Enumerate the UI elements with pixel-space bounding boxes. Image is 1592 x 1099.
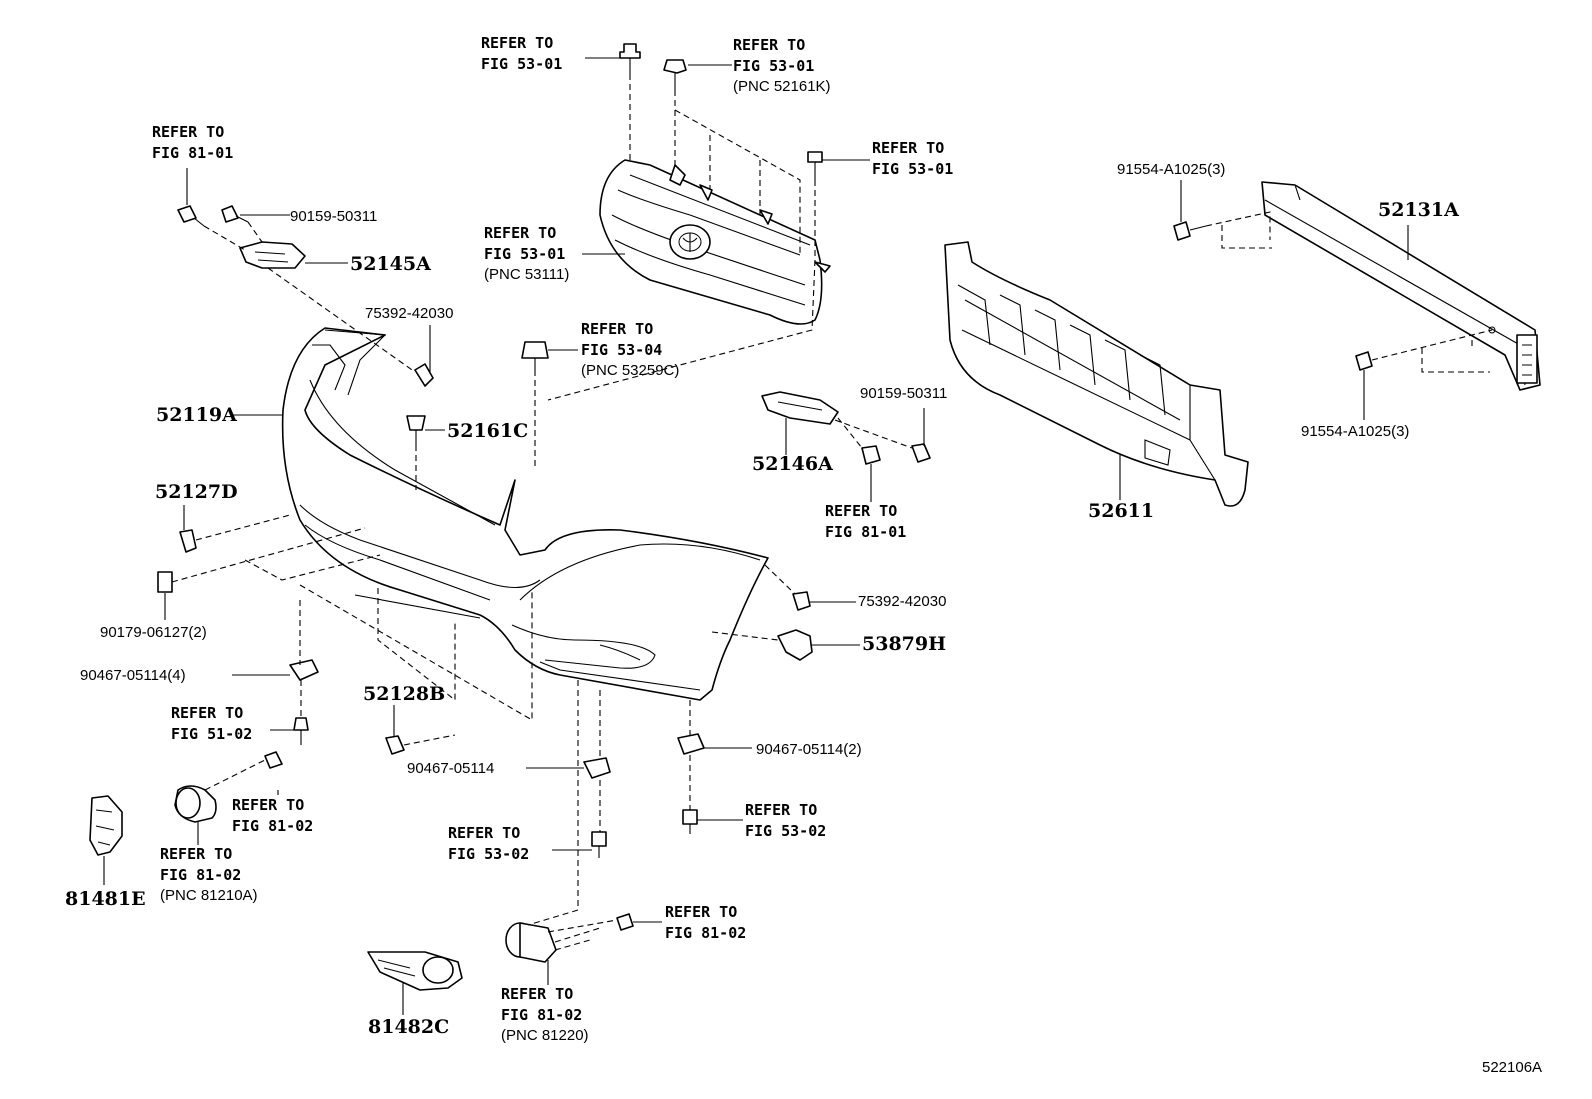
label-ref-grille-l1: REFER TO [484,224,556,242]
label-ref-53-01-top-l2: FIG 53-01 [481,55,562,73]
label-ref-81-01-right-l1: REFER TO [825,502,897,520]
label-ref-81210a-l3: (PNC 81210A) [160,887,258,904]
label-ref-81220-l2: FIG 81-02 [501,1006,582,1024]
label-ref-grille-l3: (PNC 53111) [484,266,569,283]
label-ref-81210a-l1: REFER TO [160,845,232,863]
part-52161C: 52161C [447,420,528,442]
label-ref-53-02-right-l2: FIG 53-02 [745,822,826,840]
label-ref-53-02-right-l1: REFER TO [745,801,817,819]
label-ref-53-01-right-l2: FIG 53-01 [872,160,953,178]
label-ref-51-02-l2: FIG 51-02 [171,725,252,743]
part-52146A: 52146A [752,453,833,475]
label-ref-53-01-top-l1: REFER TO [481,34,553,52]
label-ref-81-01-left-l2: FIG 81-01 [152,144,233,162]
energy-absorber [944,241,1249,507]
part-75392-42030-upper: 75392-42030 [365,305,453,322]
label-ref-53-01-right-l1: REFER TO [872,139,944,157]
part-52128B: 52128B [363,683,445,705]
radiator-grille [599,159,831,325]
label-ref-52161k-l1: REFER TO [733,36,805,54]
part-52145A: 52145A [350,253,431,275]
part-75392-42030-lower: 75392-42030 [858,593,946,610]
part-81482C: 81482C [368,1016,449,1038]
label-ref-81210a-l2: FIG 81-02 [160,866,241,884]
label-ref-grille-l2: FIG 53-01 [484,245,565,263]
part-90467-05114-2: 90467-05114(2) [756,741,862,758]
part-90179-06127: 90179-06127(2) [100,624,207,641]
diagram-code: 522106A [1482,1059,1542,1076]
part-81481E: 81481E [65,888,146,910]
label-ref-51-02-l1: REFER TO [171,704,243,722]
part-52131A: 52131A [1378,199,1459,221]
label-ref-53-04-l3: (PNC 53259C) [581,362,679,379]
label-ref-53-02-left-l2: FIG 53-02 [448,845,529,863]
label-ref-81-01-left-l1: REFER TO [152,123,224,141]
label-ref-81-02-screw-l2: FIG 81-02 [232,817,313,835]
label-ref-53-02-left-l1: REFER TO [448,824,520,842]
part-91554-a1025-bottom: 91554-A1025(3) [1301,423,1409,440]
part-53879H: 53879H [862,633,946,655]
label-ref-81220-l3: (PNC 81220) [501,1027,589,1044]
fasteners [89,43,1373,991]
part-52611: 52611 [1088,500,1154,522]
label-ref-53-04-l2: FIG 53-04 [581,341,662,359]
label-ref-52161k-l3: (PNC 52161K) [733,78,831,95]
bumper-reinforcement [1261,181,1541,391]
part-52127D: 52127D [155,481,238,503]
part-90159-50311-left: 90159-50311 [290,208,377,225]
part-91554-a1025-top: 91554-A1025(3) [1117,161,1225,178]
bumper-cover [281,327,769,701]
label-ref-53-04-l1: REFER TO [581,320,653,338]
label-ref-81-02-fogscrew-l1: REFER TO [665,903,737,921]
part-52119A: 52119A [156,404,237,426]
leader-lines [103,57,1493,1015]
part-90159-50311-right: 90159-50311 [860,385,947,402]
label-ref-52161k-l2: FIG 53-01 [733,57,814,75]
label-ref-81-02-screw-l1: REFER TO [232,796,304,814]
part-90467-05114: 90467-05114 [407,760,494,777]
label-ref-81-02-fogscrew-l2: FIG 81-02 [665,924,746,942]
part-90467-05114-4: 90467-05114(4) [80,667,186,684]
label-ref-81220-l1: REFER TO [501,985,573,1003]
callouts: REFER TO FIG 53-01 REFER TO FIG 53-01 (P… [65,34,1542,1076]
label-ref-81-01-right-l2: FIG 81-01 [825,523,906,541]
